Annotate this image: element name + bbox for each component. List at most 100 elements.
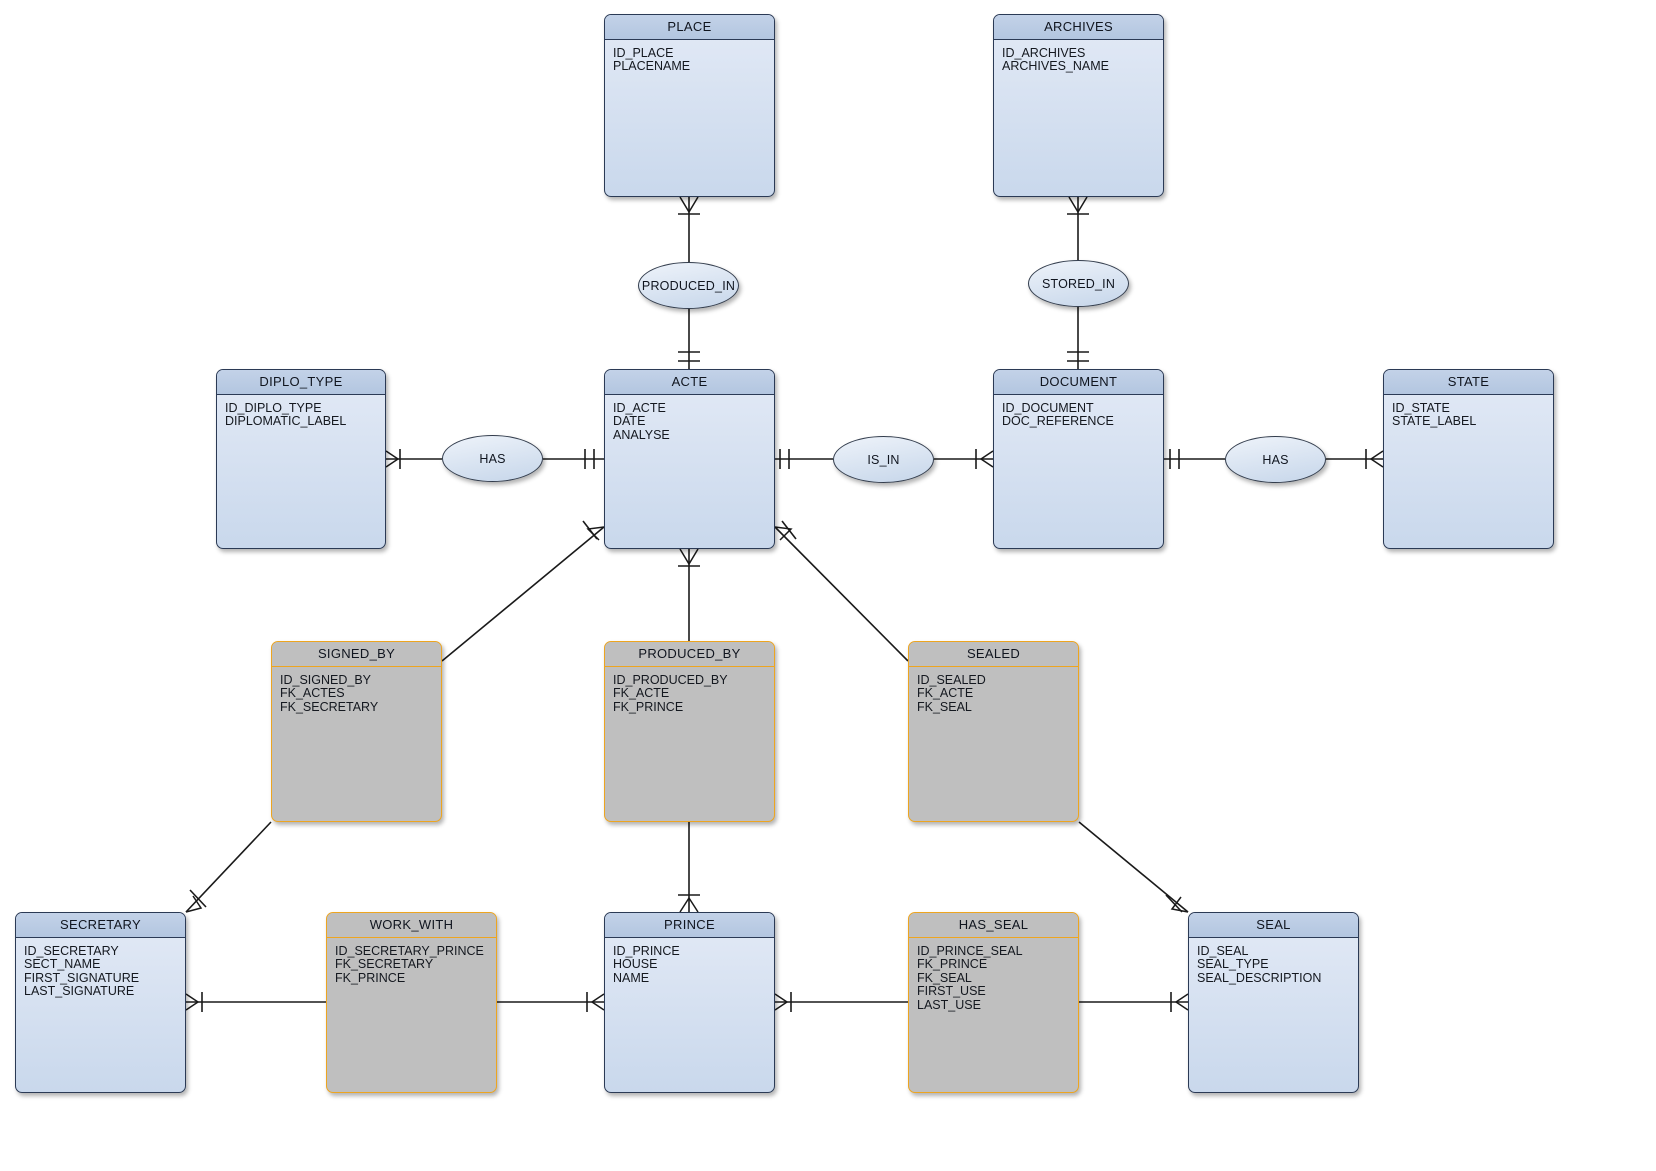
entity-title: SEALED bbox=[909, 642, 1078, 667]
attribute: ID_SEALED bbox=[917, 673, 986, 687]
entity-attributes: ID_SEALED FK_ACTE FK_SEAL bbox=[909, 667, 1078, 714]
attribute: ID_DOCUMENT bbox=[1002, 401, 1094, 415]
relationship-stored-in[interactable]: STORED_IN bbox=[1028, 260, 1129, 307]
attribute: ID_PRINCE bbox=[613, 944, 680, 958]
relationship-has-diplo-type[interactable]: HAS bbox=[442, 435, 543, 482]
attribute: ID_PRODUCED_BY bbox=[613, 673, 728, 687]
attribute: STATE_LABEL bbox=[1392, 414, 1477, 429]
entity-document[interactable]: DOCUMENT ID_DOCUMENT DOC_REFERENCE bbox=[993, 369, 1164, 549]
crowsfoot-place bbox=[679, 196, 699, 214]
crowsfoot-seal-top bbox=[1170, 896, 1189, 913]
entity-signed-by[interactable]: SIGNED_BY ID_SIGNED_BY FK_ACTES FK_SECRE… bbox=[271, 641, 442, 822]
entity-state[interactable]: STATE ID_STATE STATE_LABEL bbox=[1383, 369, 1554, 549]
entity-title: PRODUCED_BY bbox=[605, 642, 774, 667]
entity-prince[interactable]: PRINCE ID_PRINCE HOUSE NAME bbox=[604, 912, 775, 1093]
entity-title: WORK_WITH bbox=[327, 913, 496, 938]
entity-archives[interactable]: ARCHIVES ID_ARCHIVES ARCHIVES_NAME bbox=[993, 14, 1164, 197]
entity-attributes: ID_PRINCE_SEAL FK_PRINCE FK_SEAL FIRST_U… bbox=[909, 938, 1078, 1012]
crowsfoot-archives bbox=[1068, 196, 1088, 214]
entity-attributes: ID_SEAL SEAL_TYPE SEAL_DESCRIPTION bbox=[1189, 938, 1358, 985]
relationship-produced-in[interactable]: PRODUCED_IN bbox=[638, 262, 739, 309]
entity-attributes: ID_SIGNED_BY FK_ACTES FK_SECRETARY bbox=[272, 667, 441, 714]
link-acte-signedby bbox=[441, 526, 605, 662]
attribute: PLACENAME bbox=[613, 59, 691, 74]
attribute: ARCHIVES_NAME bbox=[1002, 59, 1109, 74]
attribute: ID_DIPLO_TYPE bbox=[225, 401, 322, 415]
link-acte-sealed bbox=[774, 526, 909, 662]
crowsfoot-secretary-top bbox=[185, 895, 203, 913]
entity-title: STATE bbox=[1384, 370, 1553, 395]
crowsfoot-acte-sealed bbox=[774, 526, 793, 541]
attribute: ID_STATE bbox=[1392, 401, 1450, 415]
attribute: FK_SEAL bbox=[917, 699, 972, 714]
attribute: FK_SECRETARY bbox=[335, 957, 434, 972]
crowsfoot-acte-signedby bbox=[586, 526, 605, 541]
crowsfoot-prince-left bbox=[590, 993, 605, 1011]
attribute: FK_ACTE bbox=[917, 686, 974, 701]
attribute: ANALYSE bbox=[613, 427, 670, 442]
attribute: ID_SECRETARY bbox=[24, 944, 119, 958]
crowsfoot-document-left bbox=[979, 450, 994, 468]
tick-seal-top bbox=[1165, 894, 1183, 913]
entity-attributes: ID_SECRETARY SECT_NAME FIRST_SIGNATURE L… bbox=[16, 938, 185, 999]
attribute: FK_PRINCE bbox=[917, 957, 988, 972]
crowsfoot-secretary-right bbox=[185, 993, 200, 1011]
attribute: FK_ACTES bbox=[280, 686, 345, 701]
attribute: LAST_SIGNATURE bbox=[24, 984, 135, 999]
entity-has-seal[interactable]: HAS_SEAL ID_PRINCE_SEAL FK_PRINCE FK_SEA… bbox=[908, 912, 1079, 1093]
entity-place[interactable]: PLACE ID_PLACE PLACENAME bbox=[604, 14, 775, 197]
crowsfoot-seal-left bbox=[1174, 993, 1189, 1011]
attribute: ID_SEAL bbox=[1197, 944, 1249, 958]
attribute: FK_SECRETARY bbox=[280, 699, 379, 714]
tick-acte-signedby bbox=[582, 520, 598, 540]
entity-title: DOCUMENT bbox=[994, 370, 1163, 395]
link-sealed-seal bbox=[1078, 821, 1189, 913]
entity-title: PRINCE bbox=[605, 913, 774, 938]
attribute: ID_SIGNED_BY bbox=[280, 673, 372, 687]
entity-attributes: ID_DOCUMENT DOC_REFERENCE bbox=[994, 395, 1163, 429]
entity-work-with[interactable]: WORK_WITH ID_SECRETARY_PRINCE FK_SECRETA… bbox=[326, 912, 497, 1093]
attribute: ID_ACTE bbox=[613, 401, 666, 415]
attribute: LAST_USE bbox=[917, 997, 981, 1012]
entity-title: DIPLO_TYPE bbox=[217, 370, 385, 395]
relationship-is-in[interactable]: IS_IN bbox=[833, 436, 934, 483]
crowsfoot-prince-top bbox=[679, 896, 699, 913]
entity-seal[interactable]: SEAL ID_SEAL SEAL_TYPE SEAL_DESCRIPTION bbox=[1188, 912, 1359, 1093]
attribute: FK_ACTE bbox=[613, 686, 670, 701]
attribute: DOC_REFERENCE bbox=[1002, 414, 1114, 429]
attribute: DATE bbox=[613, 414, 646, 429]
entity-secretary[interactable]: SECRETARY ID_SECRETARY SECT_NAME FIRST_S… bbox=[15, 912, 186, 1093]
attribute: FK_SEAL bbox=[917, 970, 972, 985]
attribute: SEAL_DESCRIPTION bbox=[1197, 970, 1322, 985]
attribute: FIRST_SIGNATURE bbox=[24, 970, 140, 985]
attribute: FK_PRINCE bbox=[335, 970, 406, 985]
attribute: FIRST_USE bbox=[917, 984, 986, 999]
attribute: ID_PLACE bbox=[613, 46, 674, 60]
entity-title: SECRETARY bbox=[16, 913, 185, 938]
entity-attributes: ID_PRODUCED_BY FK_ACTE FK_PRINCE bbox=[605, 667, 774, 714]
entity-acte[interactable]: ACTE ID_ACTE DATE ANALYSE bbox=[604, 369, 775, 549]
entity-attributes: ID_ACTE DATE ANALYSE bbox=[605, 395, 774, 442]
tick-secretary-top bbox=[189, 889, 207, 908]
crowsfoot-diplotype bbox=[385, 450, 400, 468]
attribute: ID_SECRETARY_PRINCE bbox=[335, 944, 484, 958]
entity-diplo-type[interactable]: DIPLO_TYPE ID_DIPLO_TYPE DIPLOMATIC_LABE… bbox=[216, 369, 386, 549]
relationship-has-state[interactable]: HAS bbox=[1225, 436, 1326, 483]
entity-title: HAS_SEAL bbox=[909, 913, 1078, 938]
attribute: HOUSE bbox=[613, 957, 658, 972]
attribute: SEAL_TYPE bbox=[1197, 957, 1269, 972]
entity-produced-by[interactable]: PRODUCED_BY ID_PRODUCED_BY FK_ACTE FK_PR… bbox=[604, 641, 775, 822]
attribute: FK_PRINCE bbox=[613, 699, 684, 714]
entity-sealed[interactable]: SEALED ID_SEALED FK_ACTE FK_SEAL bbox=[908, 641, 1079, 822]
entity-title: SIGNED_BY bbox=[272, 642, 441, 667]
entity-title: SEAL bbox=[1189, 913, 1358, 938]
crowsfoot-state bbox=[1369, 450, 1384, 468]
crowsfoot-prince-right bbox=[774, 993, 789, 1011]
link-signedby-secretary bbox=[185, 821, 272, 913]
entity-attributes: ID_SECRETARY_PRINCE FK_SECRETARY FK_PRIN… bbox=[327, 938, 496, 985]
attribute: ID_PRINCE_SEAL bbox=[917, 944, 1023, 958]
attribute: DIPLOMATIC_LABEL bbox=[225, 414, 347, 429]
attribute: NAME bbox=[613, 970, 650, 985]
